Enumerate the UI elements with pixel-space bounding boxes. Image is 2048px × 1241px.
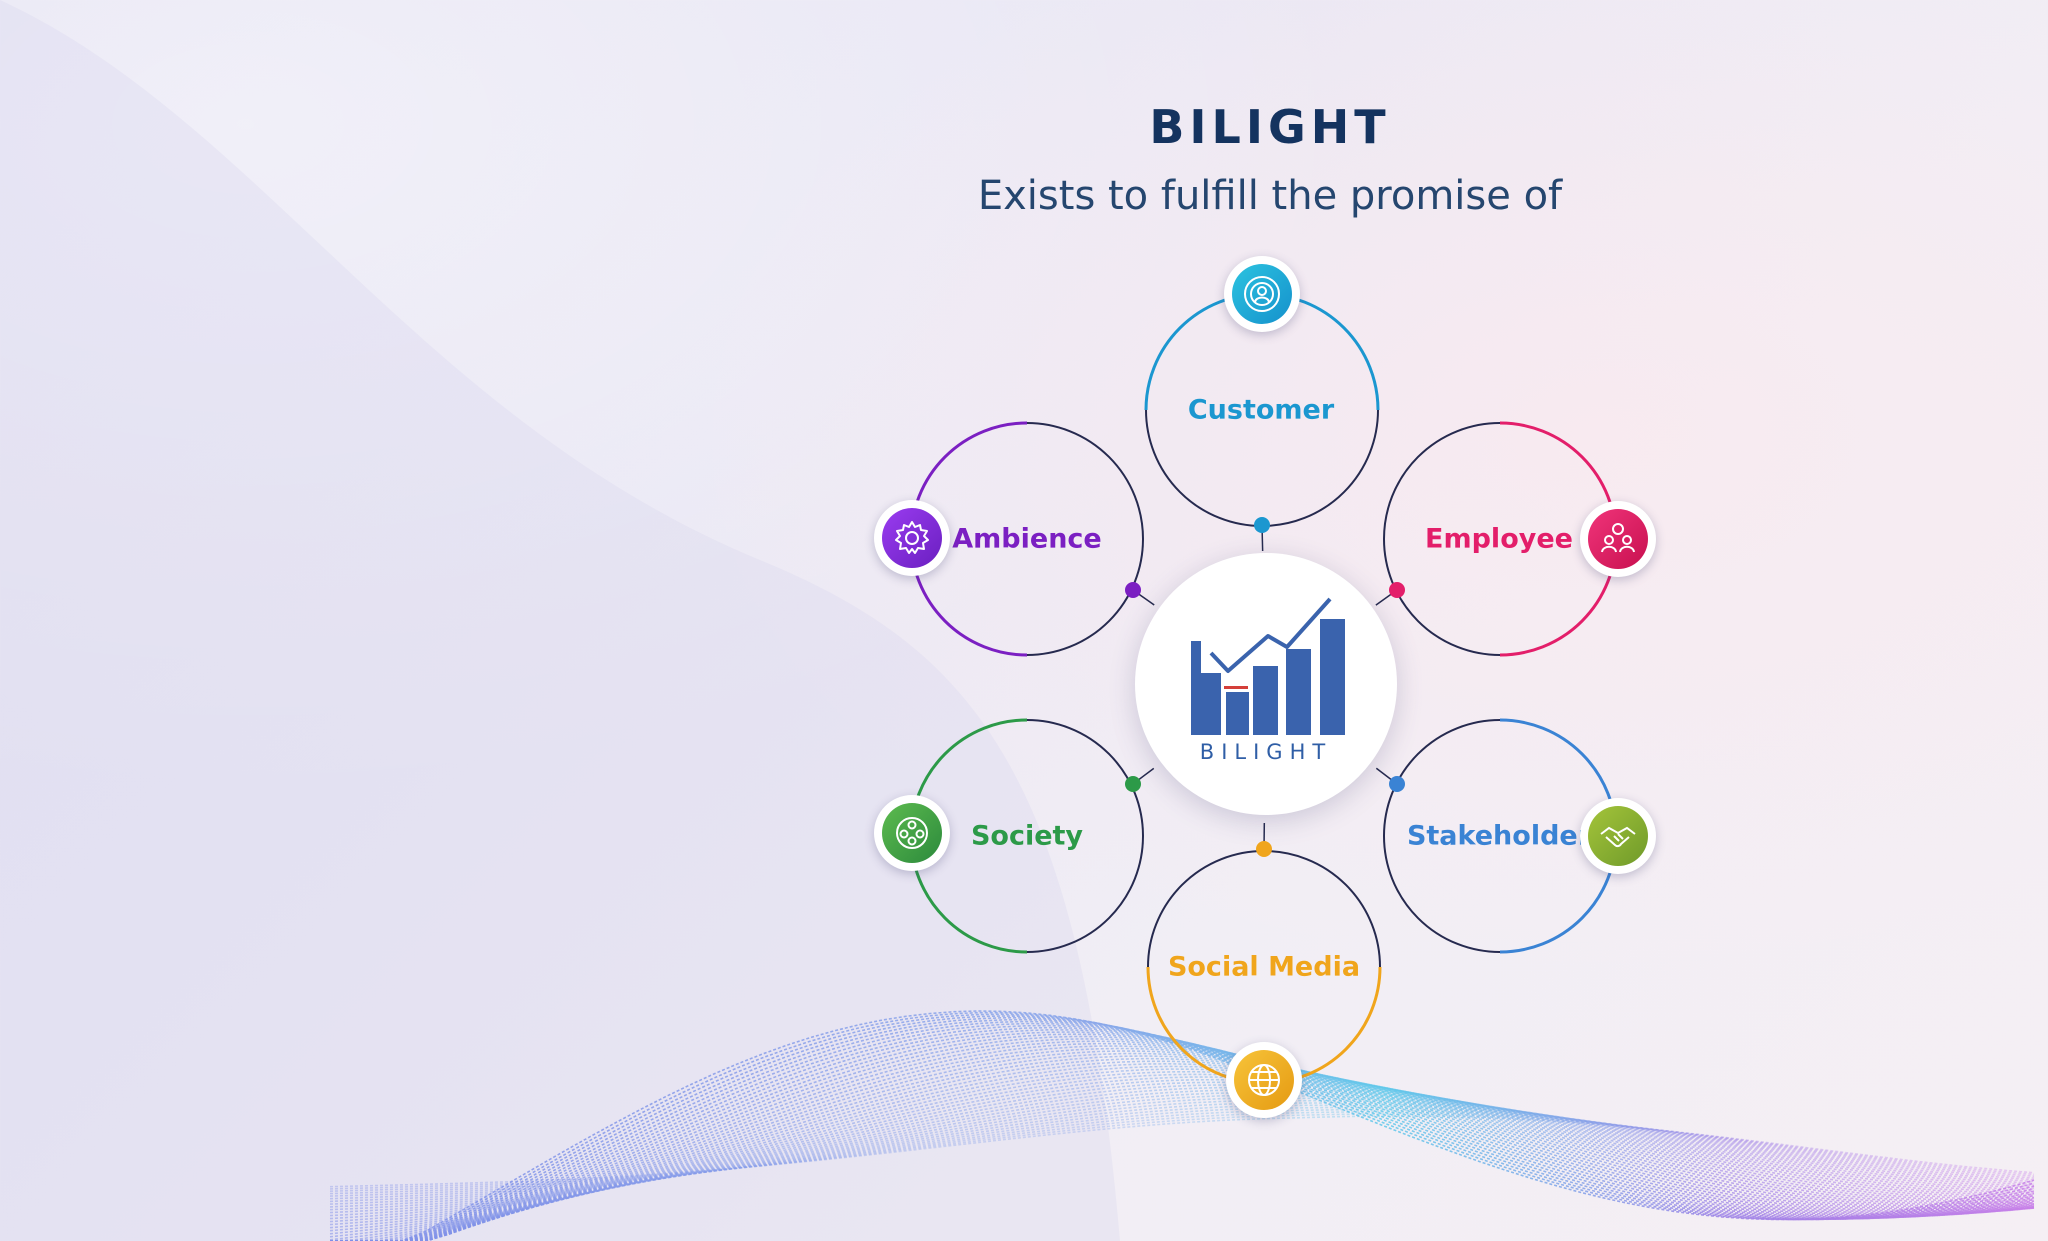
community-icon: [896, 817, 928, 849]
wave-line: [330, 1026, 2035, 1241]
wave-line: [330, 1062, 2035, 1241]
segment-node-dot: [1389, 776, 1405, 792]
segment-badge-social-media: [1226, 1042, 1302, 1118]
segment-badge-society: [874, 795, 950, 871]
wave-line: [330, 1055, 2035, 1241]
wave-line: [329, 1070, 2035, 1238]
wave-line: [329, 1065, 2035, 1241]
center-logo-text: BILIGHT: [1199, 740, 1333, 764]
wave-line: [330, 1042, 2035, 1241]
handshake-icon: [1600, 826, 1636, 848]
wave-line: [329, 1073, 2035, 1235]
wave-line: [329, 1113, 2035, 1190]
segment-node-dot: [1389, 582, 1405, 598]
wave-line: [330, 1047, 2035, 1241]
segment-node-dot: [1256, 841, 1272, 857]
wave-line: [330, 1020, 2035, 1241]
segment-node-dot: [1125, 776, 1141, 792]
globe-icon: [1248, 1064, 1280, 1096]
segment-badge-customer: [1224, 256, 1300, 332]
wave-line: [330, 1018, 2035, 1241]
segment-label-social-media: Social Media: [1167, 951, 1361, 983]
team-icon: [1601, 523, 1635, 553]
segment-label-stakeholder: Stakeholder: [1406, 820, 1592, 852]
wave-line: [329, 1106, 2035, 1197]
segment-label-ambience: Ambience: [952, 523, 1102, 555]
segment-label-society: Society: [970, 820, 1084, 852]
wave-line: [330, 1057, 2035, 1241]
wave-line: [329, 1104, 2035, 1200]
wave-line: [329, 1068, 2035, 1241]
segment-node-dot: [1125, 582, 1141, 598]
wave-line: [330, 1060, 2035, 1241]
segment-node-dot: [1254, 517, 1270, 533]
segment-label-customer: Customer: [1187, 394, 1335, 426]
segment-badge-employee: [1580, 501, 1656, 577]
page-title: BILIGHT: [1149, 100, 1391, 154]
wave-line: [330, 1015, 2035, 1241]
wave-line: [330, 1022, 2035, 1241]
customer-focus-icon: [1244, 276, 1280, 312]
wave-line: [330, 1033, 2035, 1241]
wave-line: [329, 1097, 2035, 1208]
bilight-logo-icon: [1191, 597, 1345, 735]
wave-line: [329, 1102, 2035, 1203]
wave-line: [330, 1010, 2035, 1241]
segment-label-employee: Employee: [1425, 523, 1573, 555]
segment-badge-stakeholder: [1580, 798, 1656, 874]
page-subtitle: Exists to fulfill the promise of: [977, 173, 1563, 219]
wave-line: [329, 1111, 2035, 1192]
wave-line: [330, 1052, 2035, 1241]
gear-icon: [895, 521, 929, 554]
wave-line: [329, 1108, 2035, 1195]
wave-line: [330, 1011, 2035, 1241]
segment-badge-ambience: [874, 500, 950, 576]
wave-line: [330, 1035, 2035, 1241]
